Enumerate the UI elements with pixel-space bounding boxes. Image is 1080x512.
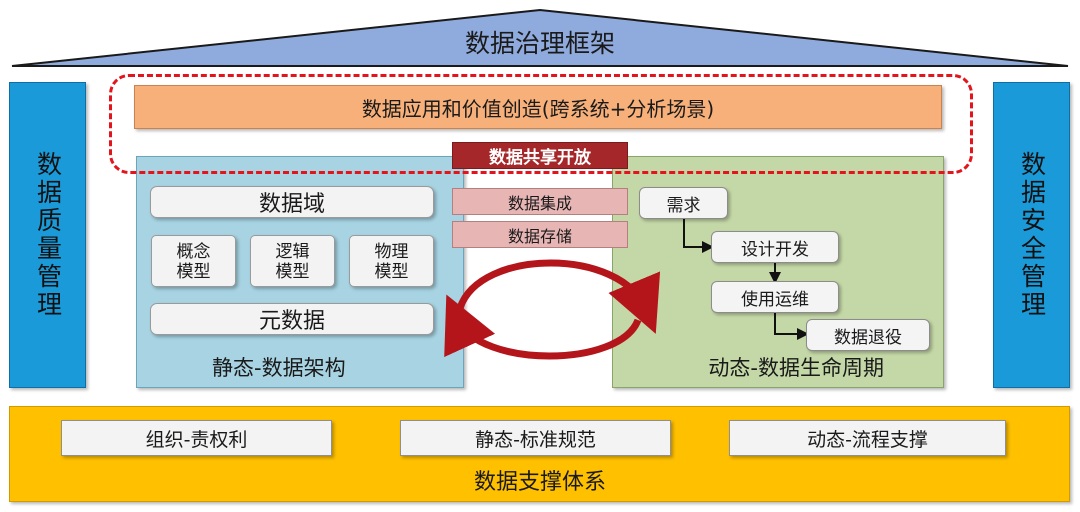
lifecycle-step-requirement: 需求 [639,187,728,219]
cycle-arrows [444,259,660,360]
data-integration-box: 数据集成 [452,188,628,215]
data-storage-box: 数据存储 [452,221,628,248]
application-value-bar: 数据应用和价值创造(跨系统+分析场景) [134,85,942,129]
lifecycle-step-retirement: 数据退役 [806,319,930,351]
model-line: 逻辑 [275,241,310,262]
framework-title: 数据治理框架 [464,29,615,58]
support-system-title: 数据支撑体系 [473,470,606,495]
model-line: 模型 [176,261,211,282]
support-item-process: 动态-流程支撑 [729,420,1006,456]
data-domain-box: 数据域 [150,186,434,218]
support-item-standards: 静态-标准规范 [400,420,671,456]
lifecycle-step-operation: 使用运维 [711,281,839,313]
model-line: 模型 [374,261,409,282]
model-line: 概念 [176,241,211,262]
logical-model-box: 逻辑模型 [250,235,335,287]
model-line: 模型 [275,261,310,282]
dynamic-panel-title: 动态-数据生命周期 [708,356,884,380]
data-sharing-bar: 数据共享开放 [452,142,628,169]
data-security-management-column: 数据安全管理 [993,82,1070,388]
model-line: 物理 [374,241,409,262]
roof-shape [11,8,1069,67]
support-item-organization: 组织-责权利 [61,420,332,456]
lifecycle-flow-arrows [683,219,809,340]
conceptual-model-box: 概念模型 [151,235,236,287]
lifecycle-step-design: 设计开发 [711,231,839,263]
cycle-arrow-bottom [444,294,642,360]
cycle-arrow-top [456,259,660,334]
dashed-highlight-frame [109,74,973,174]
static-panel-title: 静态-数据架构 [212,356,346,380]
metadata-box: 元数据 [150,303,434,335]
physical-model-box: 物理模型 [349,235,434,287]
data-quality-management-column: 数据质量管理 [9,82,86,388]
